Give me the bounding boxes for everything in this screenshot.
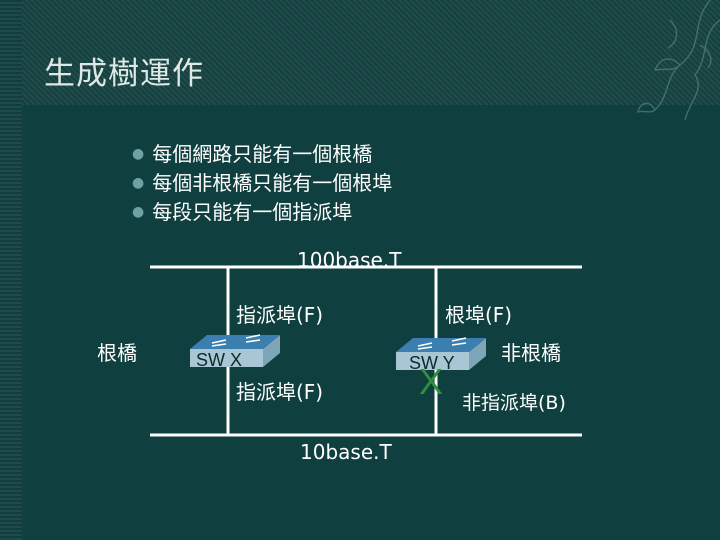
bullet-dot-icon: ● — [132, 146, 145, 162]
switch-y-port-top: 根埠(F) — [445, 303, 513, 327]
bullet-dot-icon: ● — [132, 204, 145, 220]
switch-x-icon — [190, 334, 280, 367]
left-pattern-strip — [0, 0, 22, 540]
bullet-text: 每段只能有一個指派埠 — [152, 200, 353, 224]
bullet-dot-icon: ● — [132, 175, 145, 191]
switch-x-port-top: 指派埠(F) — [236, 303, 324, 327]
switch-x-label: SW X — [196, 350, 242, 370]
switch-y-label: SW Y — [409, 353, 455, 373]
title-band — [22, 0, 720, 105]
blocked-port-x-icon: X — [419, 361, 444, 402]
bullet-text: 每個網路只能有一個根橋 — [152, 142, 373, 166]
bullet-text: 每個非根橋只能有一個根埠 — [152, 171, 393, 195]
switch-x-role: 根橋 — [97, 341, 137, 365]
switch-y-icon — [396, 337, 486, 370]
bullet-item: ● 每個網路只能有一個根橋 — [132, 140, 392, 169]
bullet-item: ● 每個非根橋只能有一個根埠 — [132, 169, 392, 198]
top-segment-label: 100base.T — [297, 248, 402, 272]
bottom-segment-label: 10base.T — [300, 440, 392, 464]
switch-y-port-bottom: 非指派埠(B) — [462, 392, 566, 414]
switch-x-port-bottom: 指派埠(F) — [236, 380, 324, 404]
bullet-list: ● 每個網路只能有一個根橋 ● 每個非根橋只能有一個根埠 ● 每段只能有一個指派埠 — [132, 140, 392, 227]
slide-title: 生成樹運作 — [44, 56, 204, 92]
switch-y-role: 非根橋 — [501, 341, 561, 365]
floral-ornament-icon — [637, 0, 720, 121]
bullet-item: ● 每段只能有一個指派埠 — [132, 198, 392, 227]
